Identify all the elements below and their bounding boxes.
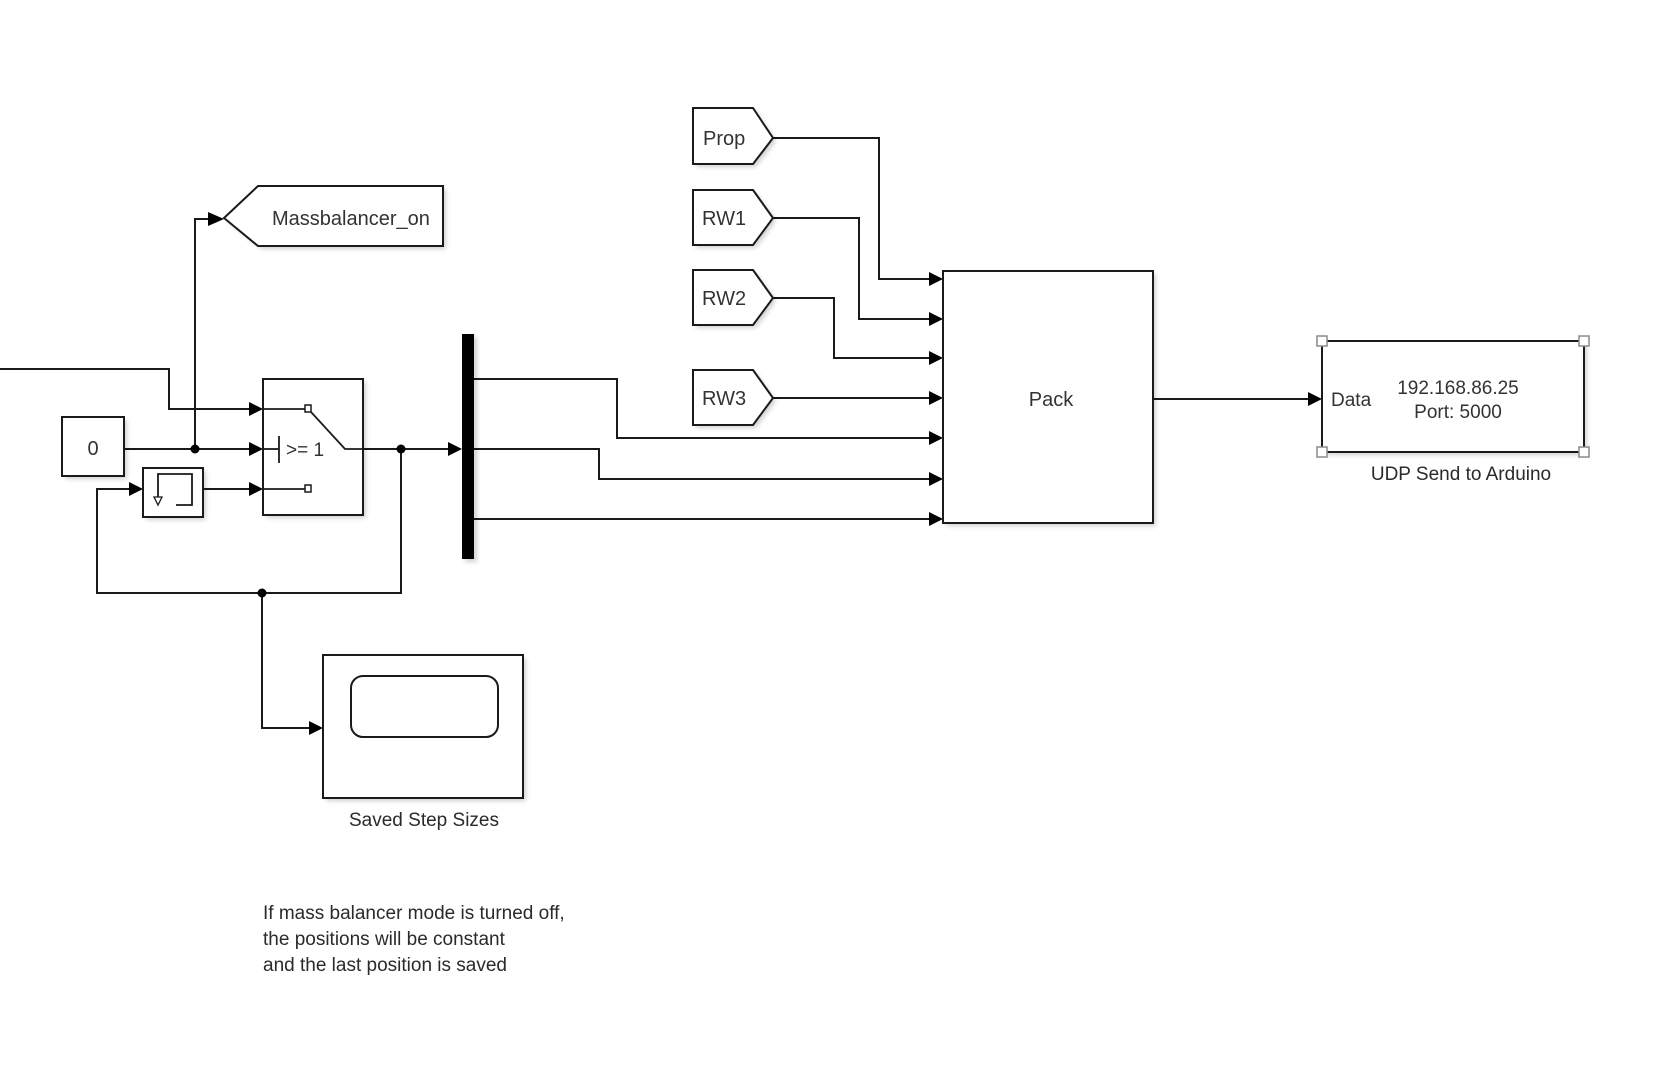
- arrowhead: [309, 721, 323, 735]
- signal-line-prop-to-pack[interactable]: [773, 137, 932, 280]
- signal-lines: [0, 137, 1311, 729]
- arrowhead: [929, 512, 943, 526]
- arrowhead: [249, 482, 263, 496]
- from-tag-label: RW2: [702, 288, 746, 310]
- from-block-rw2[interactable]: RW2: [692, 269, 776, 328]
- branch-point: [257, 588, 267, 598]
- memory-loop-icon: [152, 473, 193, 507]
- from-block-rw1[interactable]: RW1: [692, 189, 776, 248]
- signal-line-feedback[interactable]: [96, 449, 402, 594]
- arrowhead: [249, 442, 263, 456]
- arrowhead: [929, 312, 943, 326]
- annotation-note[interactable]: If mass balancer mode is turned off, the…: [263, 903, 565, 976]
- constant-block[interactable]: 0: [61, 416, 127, 479]
- arrowhead: [929, 431, 943, 445]
- arrowhead: [208, 212, 224, 226]
- arrowhead: [929, 351, 943, 365]
- udp-address: 192.168.86.25: [1397, 378, 1519, 399]
- signal-line-to-goto[interactable]: [194, 218, 212, 449]
- goto-block-massbalancer[interactable]: Massbalancer_on: [222, 185, 446, 249]
- arrowhead: [929, 472, 943, 486]
- display-block-name: Saved Step Sizes: [349, 810, 499, 831]
- from-block-rw3[interactable]: RW3: [692, 369, 776, 428]
- udp-port: Port: 5000: [1414, 402, 1502, 423]
- memory-block[interactable]: [142, 467, 206, 520]
- constant-value: 0: [87, 438, 98, 460]
- annotation-line: If mass balancer mode is turned off,: [263, 903, 565, 924]
- signal-line-demux1-to-pack[interactable]: [474, 378, 932, 439]
- resize-handle-top-right[interactable]: [1578, 335, 1590, 347]
- udp-port-label: Data: [1331, 390, 1372, 411]
- switch-block[interactable]: >= 1: [262, 378, 366, 518]
- udp-send-block[interactable]: Data 192.168.86.25 Port: 5000 UDP Send t…: [1316, 335, 1590, 485]
- arrowhead: [129, 482, 143, 496]
- arrowhead: [249, 402, 263, 416]
- branch-point: [396, 444, 406, 454]
- switch-icon: [263, 404, 363, 493]
- signal-line-to-display[interactable]: [261, 593, 312, 729]
- display-readout: [350, 675, 499, 738]
- signal-line-external-to-switch[interactable]: [0, 368, 252, 410]
- annotation-line: and the last position is saved: [263, 955, 507, 976]
- pack-label: Pack: [1029, 389, 1074, 411]
- switch-criteria-label: >= 1: [286, 440, 324, 461]
- arrowheads: [129, 212, 1322, 735]
- arrowhead: [929, 272, 943, 286]
- demux-block[interactable]: [462, 334, 477, 562]
- resize-handle-bottom-left[interactable]: [1316, 446, 1328, 458]
- from-tag-label: Prop: [703, 128, 745, 150]
- display-block-saved-step-sizes[interactable]: Saved Step Sizes: [322, 654, 526, 831]
- branch-point: [190, 444, 200, 454]
- udp-block-name: UDP Send to Arduino: [1371, 464, 1551, 485]
- signal-line-demux2-to-pack[interactable]: [474, 448, 932, 480]
- annotation-line: the positions will be constant: [263, 929, 506, 950]
- arrowhead: [929, 391, 943, 405]
- signal-line-rw2-to-pack[interactable]: [773, 297, 932, 359]
- goto-tag-label: Massbalancer_on: [272, 208, 430, 230]
- from-tag-label: RW1: [702, 208, 746, 230]
- signal-line-rw1-to-pack[interactable]: [773, 217, 932, 320]
- from-block-prop[interactable]: Prop: [692, 107, 776, 167]
- from-tag-label: RW3: [702, 388, 746, 410]
- arrowhead: [1308, 392, 1322, 406]
- arrowhead: [448, 442, 462, 456]
- resize-handle-top-left[interactable]: [1316, 335, 1328, 347]
- resize-handle-bottom-right[interactable]: [1578, 446, 1590, 458]
- pack-block[interactable]: Pack: [942, 270, 1156, 526]
- branch-points: [190, 444, 406, 598]
